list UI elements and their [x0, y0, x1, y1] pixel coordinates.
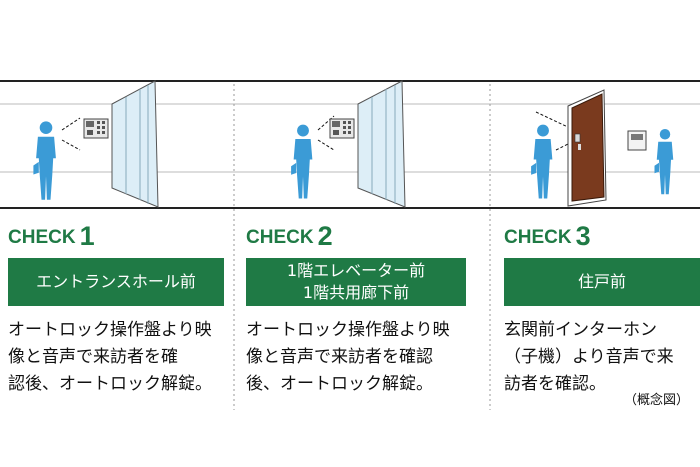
scene-1 — [33, 80, 159, 208]
person-icon — [654, 129, 674, 195]
description-line: 像と音声で来訪者を確 — [8, 347, 178, 367]
person-icon — [33, 121, 56, 200]
description-line: 認後、オートロック解錠。 — [8, 374, 212, 394]
scene-2 — [291, 80, 406, 208]
description-line: 玄関前インターホン — [504, 320, 657, 340]
check-label: CHECK — [504, 227, 572, 248]
check-label: CHECK — [246, 227, 314, 248]
description-line: 像と音声で来訪者を確認 — [246, 347, 433, 367]
location-line: エントランスホール前 — [36, 272, 196, 291]
intercom-panel-icon — [83, 118, 109, 139]
check-number: 3 — [575, 221, 591, 251]
location-banner-3: 住戸前 — [504, 258, 700, 306]
intercom-panel-icon — [329, 118, 355, 139]
description-line: 後、オートロック解錠。 — [246, 374, 433, 394]
location-line: 1階エレベーター前 — [286, 261, 426, 280]
person-icon — [291, 124, 313, 199]
check-number: 1 — [79, 221, 95, 251]
description-line: 訪者を確認。 — [504, 374, 606, 394]
location-banner-2: 1階エレベーター前 1階共用廊下前 — [246, 258, 466, 306]
description-2: オートロック操作盤より映 像と音声で来訪者を確認 後、オートロック解錠。 — [246, 317, 450, 398]
diagram-caption: （概念図） — [624, 393, 690, 408]
check-label: CHECK — [8, 227, 76, 248]
intercom-handset-icon — [627, 130, 647, 151]
description-3: 玄関前インターホン （子機）より音声で来 訪者を確認。 — [504, 317, 674, 398]
person-icon — [531, 124, 553, 199]
check-number: 2 — [317, 221, 333, 251]
location-line: 住戸前 — [577, 272, 626, 291]
location-line: 1階共用廊下前 — [302, 283, 410, 302]
scene-3 — [531, 89, 674, 207]
description-line: オートロック操作盤より映 — [8, 320, 212, 340]
description-line: オートロック操作盤より映 — [246, 320, 450, 340]
description-line: （子機）より音声で来 — [504, 347, 674, 367]
location-banner-1: エントランスホール前 — [8, 258, 224, 306]
glass-door-icon — [111, 80, 159, 208]
glass-door-icon — [357, 80, 406, 208]
description-1: オートロック操作盤より映 像と音声で来訪者を確 認後、オートロック解錠。 — [8, 317, 212, 398]
wooden-door-icon — [567, 89, 607, 207]
